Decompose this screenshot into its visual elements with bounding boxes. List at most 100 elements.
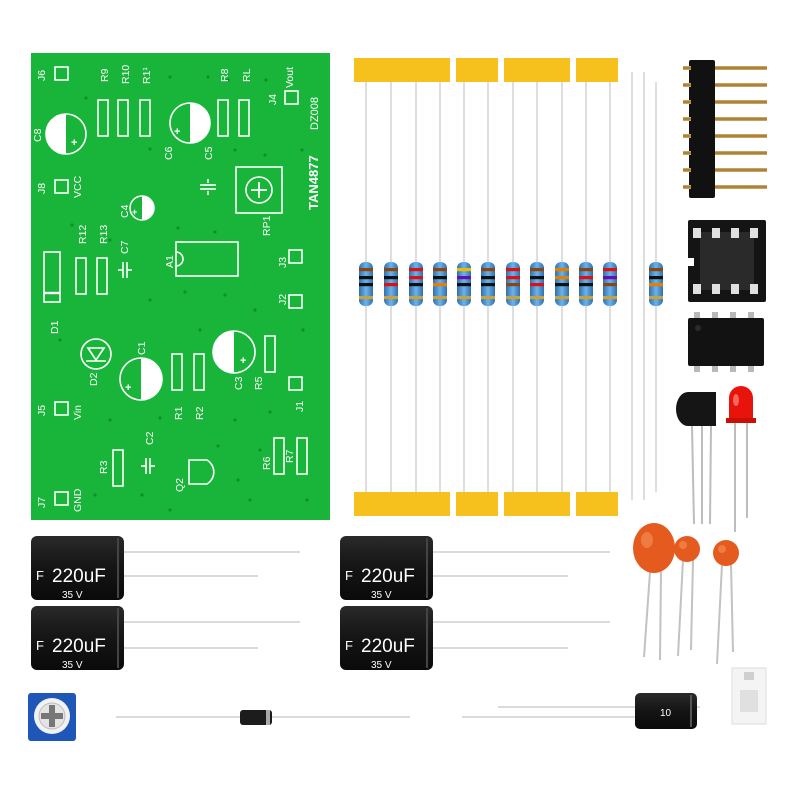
via-hole <box>58 338 62 342</box>
pad-j1 <box>288 376 303 391</box>
resistor <box>457 82 471 492</box>
silk-c1: C1 <box>136 341 148 355</box>
silk-c2: C2 <box>144 431 156 445</box>
via-hole <box>108 238 112 242</box>
tape-top-4 <box>576 58 618 82</box>
silk-j2: J2 <box>277 294 289 305</box>
silk-r7: R7 <box>284 449 296 463</box>
silk-vin: Vin <box>72 405 84 420</box>
silk-d2: D2 <box>88 372 100 386</box>
silk-r13: R13 <box>98 225 110 244</box>
header-pin <box>683 83 767 87</box>
pcb-board: + + + + + <box>31 53 330 520</box>
via-hole <box>305 498 309 502</box>
large-electrolytic-capacitors: F 220uF 35 V F 220uF 35 V F 220uF 35 V <box>31 536 610 671</box>
footprint-r1 <box>171 353 183 391</box>
resistor-group <box>359 72 663 500</box>
silk-r2: R2 <box>194 406 206 420</box>
via-hole <box>148 147 152 151</box>
silk-c7: C7 <box>119 240 131 254</box>
cap-value: 220uF <box>361 566 415 587</box>
via-hole <box>176 226 180 230</box>
header-pin <box>683 185 767 189</box>
silk-q2: Q2 <box>174 478 186 492</box>
silk-r10: R10 <box>120 65 132 84</box>
electrolytic-cap: F 220uF 35 V <box>31 606 300 671</box>
cap-voltage: 35 V <box>371 590 392 601</box>
footprint-rp1 <box>235 166 283 214</box>
small-cap-value: 10 <box>660 708 672 719</box>
footprint-r6 <box>273 437 285 475</box>
resistor <box>481 82 495 492</box>
footprint-rl <box>238 99 250 137</box>
electrolytic-cap: F 220uF 35 V <box>340 536 610 601</box>
header-pin <box>683 66 767 70</box>
pin-header <box>683 60 767 198</box>
footprint-r3 <box>112 449 124 487</box>
footprint-r9 <box>97 99 109 137</box>
via-hole <box>198 328 202 332</box>
silk-vout: Vout <box>284 67 296 88</box>
footprint-r10 <box>117 99 129 137</box>
tape-bottom-2 <box>456 492 498 516</box>
silk-board-code: DZ008 <box>309 97 321 130</box>
footprint-r5 <box>264 335 276 373</box>
via-hole <box>168 508 172 512</box>
silk-vcc: VCC <box>72 175 84 198</box>
via-hole <box>216 444 220 448</box>
tape-top-3 <box>504 58 570 82</box>
pad-j5 <box>54 401 69 416</box>
resistor <box>603 82 617 492</box>
resistor <box>506 82 520 492</box>
silk-d1: D1 <box>49 320 61 334</box>
cap-prefix: F <box>345 568 353 583</box>
silk-r11: R1¹ <box>141 67 153 84</box>
footprint-c8: + <box>45 113 87 155</box>
trimmer-potentiometer <box>28 693 76 741</box>
via-hole <box>258 448 262 452</box>
via-hole <box>70 223 74 227</box>
header-pin <box>683 134 767 138</box>
header-pin <box>683 100 767 104</box>
footprint-q2 <box>188 459 215 485</box>
via-hole <box>248 498 252 502</box>
ceramic-cap-bodies <box>633 523 739 573</box>
silk-c6: C6 <box>163 146 175 160</box>
pad-j2 <box>288 294 303 309</box>
via-hole <box>148 298 152 302</box>
pcb-via-holes <box>58 75 309 512</box>
footprint-d1 <box>43 251 61 303</box>
cap-voltage: 35 V <box>371 660 392 671</box>
small-electrolytic-cap: 10 <box>462 693 700 729</box>
via-hole <box>206 75 210 79</box>
svg-text:+: + <box>71 137 77 149</box>
resistor <box>555 82 569 492</box>
silk-c4: C4 <box>119 204 131 218</box>
pad-j3 <box>288 249 303 264</box>
via-hole <box>108 418 112 422</box>
footprint-r11 <box>139 99 151 137</box>
axial-diode <box>116 710 410 725</box>
via-hole <box>158 416 162 420</box>
silk-c8: C8 <box>32 128 44 142</box>
silk-j6: J6 <box>36 70 48 81</box>
silk-j8: J8 <box>36 183 48 194</box>
tape-top-1 <box>354 58 450 82</box>
footprint-r8 <box>217 99 229 137</box>
footprint-c4: + <box>129 195 155 221</box>
resistor <box>433 82 447 492</box>
resistor <box>409 82 423 492</box>
resistor <box>530 82 544 492</box>
silk-rp1: RP1 <box>261 215 273 236</box>
footprint-c5 <box>200 179 216 195</box>
footprint-c3: + <box>212 330 256 374</box>
ceramic-capacitors <box>643 559 734 665</box>
resistor <box>384 82 398 492</box>
silk-j1: J1 <box>294 401 306 412</box>
via-hole <box>264 78 268 82</box>
pad-j7 <box>54 491 69 506</box>
silk-a1: A1 <box>164 255 176 268</box>
via-hole <box>213 230 217 234</box>
cap-voltage: 35 V <box>62 590 83 601</box>
svg-text:+: + <box>240 355 246 367</box>
